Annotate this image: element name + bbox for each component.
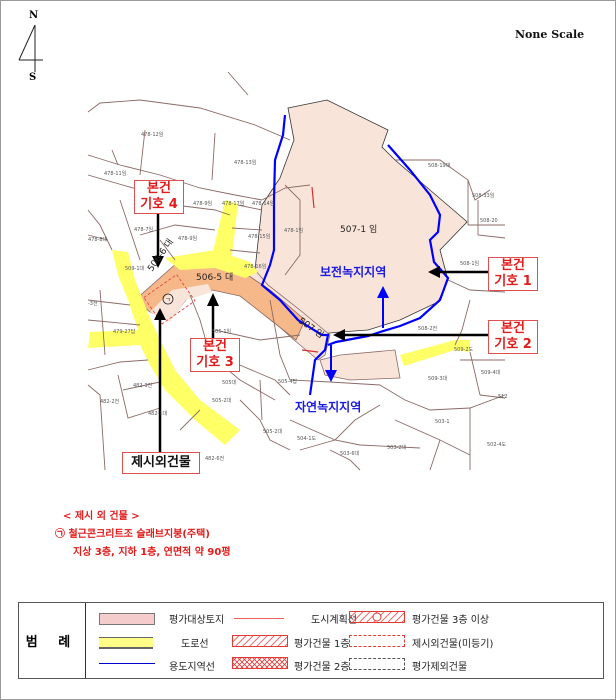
svg-text:505-2대: 505-2대 — [212, 397, 232, 404]
svg-text:508-19대: 508-19대 — [428, 162, 451, 169]
callout-arrows — [152, 213, 490, 455]
legend-swatch-zone-line — [99, 663, 155, 664]
svg-text:508-2전: 508-2전 — [418, 325, 438, 332]
parcel-label-506-5: 506-5 대 — [196, 272, 233, 283]
svg-text:504-1도: 504-1도 — [297, 436, 317, 442]
north-arrow-icon — [18, 24, 43, 72]
scale-label: None Scale — [515, 28, 585, 41]
legend: 범 례 평가대상토지 도로선 용도지역선 도시계획선 평가건물 1층 평가건물 … — [18, 602, 604, 679]
svg-text:509-4대: 509-4대 — [481, 369, 501, 376]
callout-subject-2: 본건 기호 2 — [488, 320, 538, 354]
legend-swatch-unregistered — [349, 635, 405, 647]
svg-text:482-3전: 482-3전 — [133, 382, 153, 389]
legend-label-zone-line: 용도지역선 — [169, 662, 215, 673]
svg-text:482-6전: 482-6전 — [205, 455, 225, 462]
notes-line-2: 지상 3층, 지하 1층, 연면적 약 90평 — [73, 547, 231, 558]
svg-text:509-3대: 509-3대 — [428, 375, 448, 382]
svg-text:478-8대: 478-8대 — [88, 236, 108, 243]
callout-subject-1: 본건 기호 1 — [488, 257, 538, 291]
legend-swatch-road — [99, 637, 153, 649]
legend-label-floor-3-plus: 평가건물 3층 이상 — [412, 615, 490, 626]
notes-title: < 제시 외 건물 > — [63, 511, 140, 522]
notes-line-1: ㉠ 철근콘크리트조 슬래브지붕(주택) — [55, 529, 210, 540]
legend-swatch-floor-2 — [232, 657, 288, 669]
svg-text:505-1임: 505-1임 — [212, 328, 231, 335]
parcel-labels: 478-12임 478-13임 478-11임 478-9임 478-17임 4… — [88, 131, 508, 462]
legend-swatch-floor-1 — [232, 635, 288, 647]
legend-label-unregistered: 제시외건물(미등기) — [412, 639, 494, 650]
svg-text:505대: 505대 — [222, 379, 237, 386]
roads — [88, 200, 470, 445]
svg-text:482-1대: 482-1대 — [148, 410, 168, 417]
svg-text:503-1: 503-1 — [435, 419, 450, 425]
svg-text:478-13임: 478-13임 — [234, 159, 256, 166]
svg-text:478-15임: 478-15임 — [248, 233, 270, 240]
svg-text:503-6대: 503-6대 — [340, 450, 360, 457]
legend-label-city-plan: 도시계획선 — [311, 615, 357, 626]
svg-text:478-12임: 478-12임 — [141, 131, 163, 138]
legend-label-floor-1: 평가건물 1층 — [294, 639, 350, 650]
legend-label-excluded: 평가제외건물 — [412, 662, 468, 673]
svg-text:478-16임: 478-16임 — [244, 263, 266, 270]
svg-text:478-1임: 478-1임 — [284, 227, 303, 234]
svg-text:508-20: 508-20 — [480, 218, 498, 224]
city-plan-line — [301, 186, 319, 353]
north-arrow: N S — [16, 10, 46, 83]
svg-text:478-7임: 478-7임 — [134, 226, 153, 233]
svg-text:478-11임: 478-11임 — [104, 170, 126, 177]
legend-swatch-city-plan — [234, 618, 284, 619]
legend-label-subject-land: 평가대상토지 — [169, 615, 225, 626]
svg-text:502-4도: 502-4도 — [487, 442, 507, 448]
parcel-507-1 — [254, 99, 468, 335]
building-marker: ㄱ — [165, 297, 171, 304]
zone-label-conservation: 보전녹지지역 — [320, 265, 387, 279]
svg-text:-3전: -3전 — [88, 300, 98, 307]
zone-arrows — [325, 286, 389, 382]
svg-text:503-2대: 503-2대 — [387, 444, 407, 451]
legend-swatch-excluded — [349, 658, 405, 670]
svg-text:478-9임: 478-9임 — [178, 235, 197, 242]
svg-text:509-1대: 509-1대 — [125, 265, 145, 272]
svg-text:508-33임: 508-33임 — [472, 192, 494, 199]
svg-text:482-2전: 482-2전 — [100, 398, 120, 405]
svg-text:478-17임: 478-17임 — [222, 200, 244, 207]
svg-text:505-2대: 505-2대 — [263, 428, 283, 435]
legend-label-road: 도로선 — [181, 639, 209, 650]
svg-text:512: 512 — [498, 394, 508, 400]
legend-swatch-floor-3-plus — [349, 611, 405, 623]
svg-text:509-2도: 509-2도 — [454, 347, 474, 353]
callout-non-presented-building: 제시외건물 — [122, 452, 200, 474]
svg-text:478-9임: 478-9임 — [193, 200, 212, 207]
zone-line — [260, 114, 450, 396]
callout-subject-3: 본건 기호 3 — [190, 338, 240, 372]
parcel-label-507-1: 507-1 임 — [340, 223, 377, 235]
callout-subject-4: 본건 기호 4 — [134, 180, 184, 214]
svg-text:478-14임: 478-14임 — [252, 200, 274, 207]
svg-text:508-1임: 508-1임 — [460, 260, 479, 267]
legend-swatch-subject-land — [99, 613, 155, 625]
svg-text:505-4답: 505-4답 — [278, 378, 298, 385]
building-notes: < 제시 외 건물 > ㉠ 철근콘크리트조 슬래브지붕(주택) 지상 3층, 지… — [55, 508, 231, 562]
svg-text:479-27답: 479-27답 — [113, 328, 136, 335]
south-label: S — [29, 72, 37, 83]
north-label: N — [29, 10, 39, 21]
legend-title: 범 례 — [19, 603, 86, 678]
zone-label-natural: 자연녹지지역 — [295, 400, 362, 414]
legend-label-floor-2: 평가건물 2층 — [294, 662, 350, 673]
